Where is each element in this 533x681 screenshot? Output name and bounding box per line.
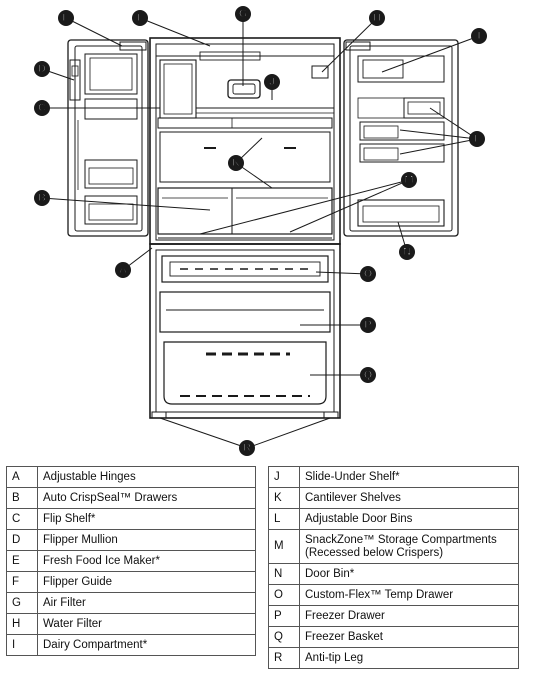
callout-o-label: O	[364, 268, 373, 280]
legend-label: Flipper Mullion	[37, 529, 256, 551]
callout-f-label: F	[137, 12, 144, 24]
freezer-compartment	[149, 243, 341, 419]
callout-p: P	[360, 317, 376, 333]
fresh-food-compartment	[149, 37, 341, 245]
legend-label-multiline: SnackZone™ Storage Compartments(Recessed…	[299, 529, 519, 564]
legend-label: Freezer Drawer	[299, 605, 519, 627]
legend-label: Air Filter	[37, 592, 256, 614]
legend-key: L	[268, 508, 300, 530]
legend-label: Water Filter	[37, 613, 256, 635]
callout-c-label: C	[38, 102, 46, 114]
legend-label: Dairy Compartment*	[37, 634, 256, 656]
legend-key: J	[268, 466, 300, 488]
legend-label: Custom-Flex™ Temp Drawer	[299, 584, 519, 606]
legend-label: Fresh Food Ice Maker*	[37, 550, 256, 572]
callout-h-label: H	[373, 12, 381, 24]
callout-r: R	[239, 440, 255, 456]
callout-j: J	[264, 74, 280, 90]
callout-m: M	[401, 172, 417, 188]
legend-label: Flip Shelf*	[37, 508, 256, 530]
callout-d-label: D	[38, 63, 46, 75]
legend-key: E	[6, 550, 38, 572]
callout-l-label: L	[474, 133, 481, 145]
callout-p-label: P	[364, 319, 371, 331]
callout-c: C	[34, 100, 50, 116]
legend-label: Anti-tip Leg	[299, 647, 519, 669]
callout-k-label: K	[232, 157, 240, 169]
callout-r-label: R	[243, 442, 251, 454]
callout-g-label: G	[239, 8, 248, 20]
legend-key: D	[6, 529, 38, 551]
legend-label: SnackZone™ Storage Compartments	[305, 533, 497, 546]
legend-label: Freezer Basket	[299, 626, 519, 648]
callout-a-label: A	[119, 264, 127, 276]
callout-j-label: J	[269, 76, 275, 88]
callout-e: E	[58, 10, 74, 26]
legend-key: O	[268, 584, 300, 606]
legend-key: N	[268, 563, 300, 585]
legend-key: G	[6, 592, 38, 614]
legend-label: Flipper Guide	[37, 571, 256, 593]
legend-key: C	[6, 508, 38, 530]
legend-key: I	[6, 634, 38, 656]
callout-i: I	[471, 28, 487, 44]
callout-h: H	[369, 10, 385, 26]
legend-label: Auto CrispSeal™ Drawers	[37, 487, 256, 509]
legend-key: F	[6, 571, 38, 593]
legend-key: Q	[268, 626, 300, 648]
legend-key: A	[6, 466, 38, 488]
callout-n: N	[399, 244, 415, 260]
callout-b-label: B	[38, 192, 46, 204]
callout-q: Q	[360, 367, 376, 383]
legend-label-note: (Recessed below Crispers)	[305, 546, 444, 559]
callout-n-label: N	[403, 246, 411, 258]
callout-a: A	[115, 262, 131, 278]
callout-e-label: E	[62, 12, 69, 24]
legend-label: Adjustable Door Bins	[299, 508, 519, 530]
legend-label: Cantilever Shelves	[299, 487, 519, 509]
callout-g: G	[235, 6, 251, 22]
legend-key: B	[6, 487, 38, 509]
legend-label: Door Bin*	[299, 563, 519, 585]
right-door	[343, 39, 459, 237]
callout-b: B	[34, 190, 50, 206]
legend-label: Slide-Under Shelf*	[299, 466, 519, 488]
callout-l: L	[469, 131, 485, 147]
refrigerator-diagram: E F G H I D J C L K M B N A O P Q R	[34, 6, 487, 456]
callout-d: D	[34, 61, 50, 77]
callout-f: F	[132, 10, 148, 26]
callout-k: K	[228, 155, 244, 171]
legend-key: K	[268, 487, 300, 509]
legend-key: P	[268, 605, 300, 627]
legend-key: H	[6, 613, 38, 635]
callout-q-label: Q	[364, 369, 373, 381]
left-door	[67, 39, 149, 237]
callout-i-label: I	[477, 30, 480, 42]
legend-key: R	[268, 647, 300, 669]
callout-m-label: M	[404, 174, 413, 186]
legend-label: Adjustable Hinges	[37, 466, 256, 488]
callout-o: O	[360, 266, 376, 282]
legend-key: M	[268, 529, 300, 564]
